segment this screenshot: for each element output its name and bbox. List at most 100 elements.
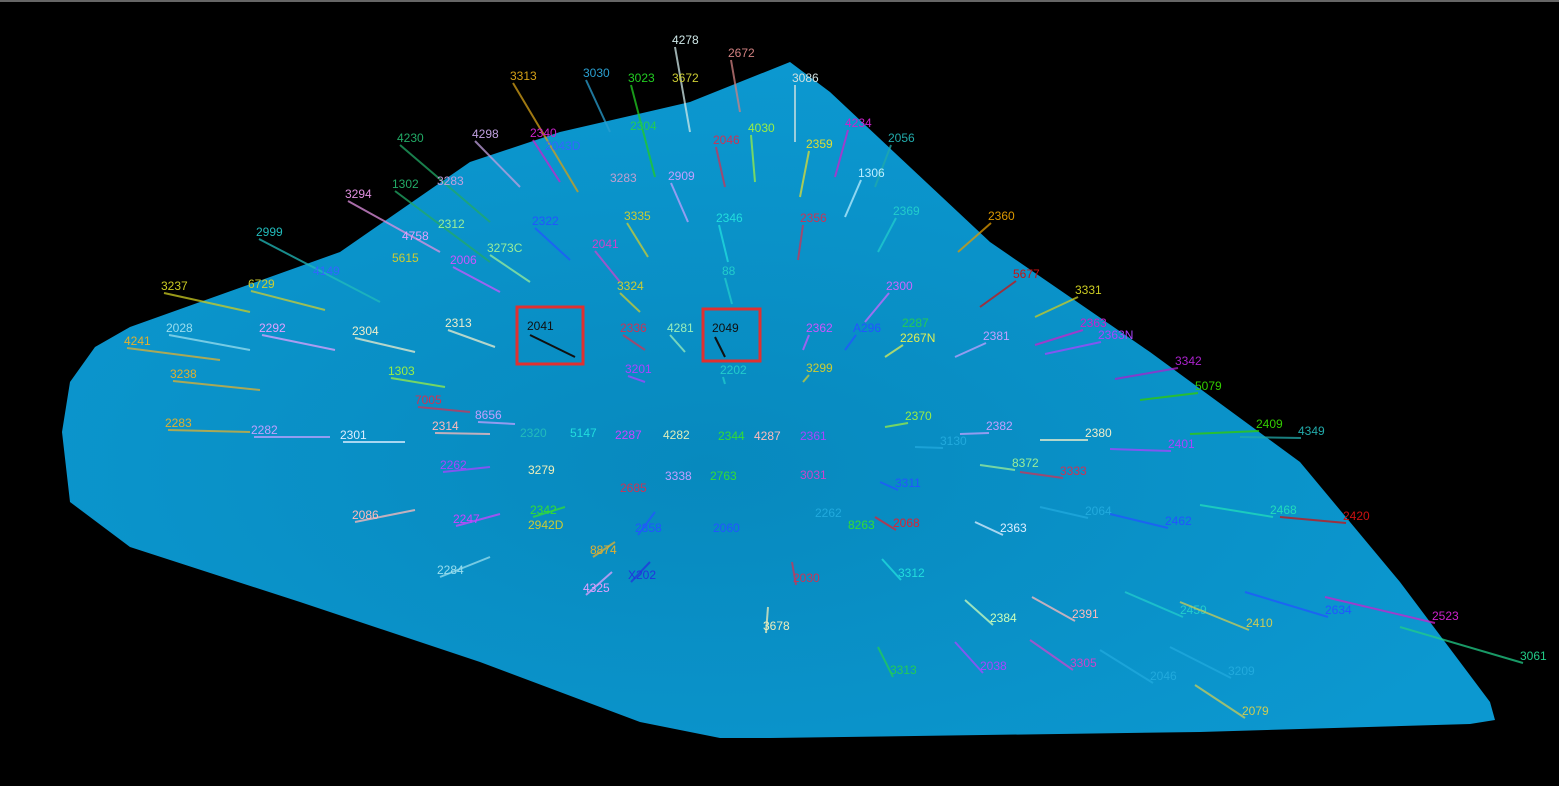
well-6729[interactable]: 6729: [248, 277, 326, 311]
well-label[interactable]: 2064: [1085, 504, 1112, 518]
well-4149[interactable]: 4149: [313, 264, 340, 278]
well-4230[interactable]: 4230: [397, 131, 491, 223]
well-label[interactable]: X202: [628, 568, 656, 582]
well-2064[interactable]: 2064: [1039, 504, 1112, 519]
well-2858[interactable]: 2858: [635, 511, 662, 536]
well-label[interactable]: 8372: [1012, 456, 1039, 470]
well-label[interactable]: 3335: [624, 209, 651, 223]
well-label[interactable]: 2340: [530, 126, 557, 140]
well-label[interactable]: 4758: [402, 229, 429, 243]
well-5079[interactable]: 5079: [1139, 379, 1222, 401]
well-2322[interactable]: 2322: [532, 214, 571, 261]
well-1306[interactable]: 1306: [844, 166, 885, 218]
well-5615[interactable]: 5615: [392, 251, 419, 265]
well-3238[interactable]: 3238: [170, 367, 261, 391]
well-3030[interactable]: 3030: [583, 66, 611, 133]
well-label[interactable]: 2028: [166, 321, 193, 335]
well-2359[interactable]: 2359: [799, 137, 833, 198]
well-2314[interactable]: 2314: [432, 419, 491, 435]
well-4349[interactable]: 4349: [1239, 424, 1325, 439]
well-3331[interactable]: 3331: [1034, 283, 1102, 318]
well-label[interactable]: 3209: [1228, 664, 1255, 678]
well-label[interactable]: 2046: [713, 133, 740, 147]
well-2284[interactable]: 2284: [437, 556, 491, 578]
well-label[interactable]: 2672: [728, 46, 755, 60]
well-label[interactable]: 6729: [248, 277, 275, 291]
well-2462[interactable]: 2462: [1109, 513, 1192, 529]
well-label[interactable]: 2262: [815, 506, 842, 520]
well-label[interactable]: 2356: [800, 211, 827, 225]
well-2046[interactable]: 2046: [713, 133, 740, 188]
well-label[interactable]: 3678: [763, 619, 790, 633]
well-label[interactable]: 3238: [170, 367, 197, 381]
well-3342[interactable]: 3342: [1114, 354, 1202, 380]
well-label[interactable]: 2942D: [528, 518, 564, 532]
well-2267N[interactable]: 2267N: [884, 331, 935, 358]
well-3031[interactable]: 3031: [800, 468, 827, 482]
well-2030[interactable]: 2030: [791, 561, 820, 586]
well-label[interactable]: 3313: [890, 663, 917, 677]
well-label[interactable]: 2320: [520, 426, 547, 440]
well-label[interactable]: 3313: [510, 69, 537, 83]
well-4234[interactable]: 4234: [834, 116, 872, 178]
well-label[interactable]: 2283: [165, 416, 192, 430]
well-label[interactable]: 2267N: [900, 331, 935, 345]
well-label[interactable]: 2287: [615, 428, 642, 442]
well-2344[interactable]: 2344: [718, 429, 745, 443]
well-4298[interactable]: 4298: [472, 127, 521, 188]
well-label[interactable]: 2363: [1080, 316, 1107, 330]
well-label[interactable]: 2410: [1246, 616, 1273, 630]
well-label[interactable]: 3305: [1070, 656, 1097, 670]
well-label[interactable]: 3311: [895, 476, 921, 490]
well-label[interactable]: 2346: [716, 211, 743, 225]
well-2909[interactable]: 2909: [668, 169, 695, 223]
well-label[interactable]: 4325: [583, 581, 610, 595]
well-2391[interactable]: 2391: [1031, 596, 1099, 622]
well-8263[interactable]: 8263: [848, 518, 875, 532]
well-label[interactable]: 2041: [592, 237, 619, 251]
well-label[interactable]: 88: [722, 264, 736, 278]
well-2420[interactable]: 2420: [1279, 509, 1370, 524]
well-8656[interactable]: 8656: [475, 408, 516, 425]
well-4325[interactable]: 4325: [583, 571, 613, 596]
well-label[interactable]: 2363N: [1098, 328, 1133, 342]
well-2356[interactable]: 2356: [797, 211, 827, 261]
well-2262[interactable]: 2262: [815, 506, 842, 520]
well-label[interactable]: 3333: [1060, 464, 1087, 478]
well-X202[interactable]: X202: [628, 561, 656, 583]
well-2342[interactable]: 2342: [530, 503, 566, 518]
well-label[interactable]: 2292: [259, 321, 286, 335]
well-2202[interactable]: 2202: [720, 363, 747, 385]
well-label[interactable]: 2049: [712, 321, 739, 335]
well-label[interactable]: 5147: [570, 426, 597, 440]
well-label[interactable]: 3342: [1175, 354, 1202, 368]
well-label[interactable]: 2313: [445, 316, 472, 330]
well-label[interactable]: 2060: [713, 521, 740, 535]
well-3311[interactable]: 3311: [879, 476, 921, 491]
well-A296[interactable]: A296: [844, 321, 881, 351]
well-2006[interactable]: 2006: [450, 253, 501, 293]
highlighted-well-2041[interactable]: 2041: [515, 305, 585, 366]
well-1303[interactable]: 1303: [388, 364, 446, 388]
well-label[interactable]: 2030: [793, 571, 820, 585]
well-label[interactable]: 3283: [437, 174, 464, 188]
well-4287[interactable]: 4287: [754, 429, 781, 443]
well-label[interactable]: 2312: [438, 217, 465, 231]
well-3305[interactable]: 3305: [1029, 639, 1097, 671]
well-label[interactable]: 2304: [630, 119, 657, 133]
well-3209[interactable]: 3209: [1169, 646, 1255, 679]
well-label[interactable]: 4230: [397, 131, 424, 145]
well-label[interactable]: 3312: [898, 566, 925, 580]
well-label[interactable]: 2314: [432, 419, 459, 433]
well-label[interactable]: 4298: [472, 127, 499, 141]
well-label[interactable]: 2420: [1343, 509, 1370, 523]
well-label[interactable]: 4278: [672, 33, 699, 47]
well-label[interactable]: 2079: [1242, 704, 1269, 718]
well-label[interactable]: 2459: [1180, 603, 1207, 617]
well-label[interactable]: 2342: [530, 503, 557, 517]
well-3201[interactable]: 3201: [625, 362, 652, 383]
well-2346[interactable]: 2346: [716, 211, 743, 263]
well-label[interactable]: 2038: [980, 659, 1007, 673]
